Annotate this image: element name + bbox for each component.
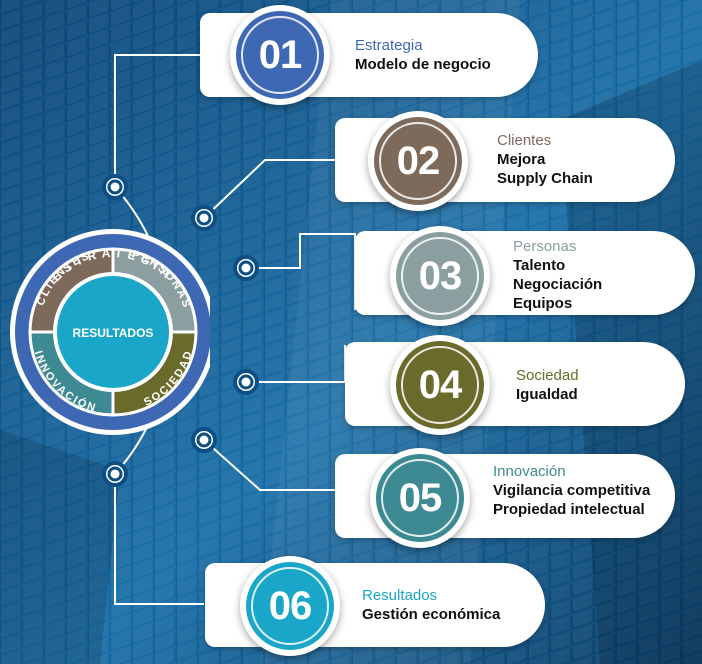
step-title-04: Sociedad [516,367,579,384]
step-title-02: Clientes [497,132,552,149]
step-line-04-1: Igualdad [516,386,578,403]
step-ring-02 [374,117,462,205]
step-number-06: 06 [268,584,313,628]
strategy-wheel: ESTRATEGIA CLIENTES PERSONAS SOCIEDAD IN… [10,229,210,435]
step-title-06: Resultados [362,587,438,604]
step-ring-01 [236,11,324,99]
wheel-center [57,276,169,388]
step-title-05: Innovación [493,463,566,480]
step-line-02-2: Supply Chain [497,170,593,187]
step-text-02: Clientes Mejora Supply Chain [497,131,593,188]
step-number-03: 03 [418,254,463,298]
step-number-04: 04 [418,363,463,407]
wheel-center-label: RESULTADOS [73,326,154,340]
step-line-06-1: Gestión económica [362,606,501,623]
step-text-03: Personas Talento Negociación Equipos [513,237,602,313]
step-number-01: 01 [258,33,303,77]
step-line-03-2: Negociación [513,276,603,293]
step-title-03: Personas [513,238,577,255]
step-number-05: 05 [398,476,443,520]
step-line-01-1: Modelo de negocio [355,56,491,73]
step-badge-02: 02 [368,111,468,211]
step-line-02-1: Mejora [497,151,546,168]
step-text-01: Estrategia Modelo de negocio [355,36,491,74]
step-number-02: 02 [396,139,441,183]
step-line-05-2: Propiedad intelectual [493,501,645,518]
step-text-05: Innovación Vigilancia competitiva Propie… [493,462,650,519]
step-badge-05: 05 [370,448,470,548]
step-badge-03: 03 [390,226,490,326]
step-ring-04 [396,341,484,429]
step-line-05-1: Vigilancia competitiva [493,482,651,499]
step-line-03-1: Talento [513,257,566,274]
step-text-06: Resultados Gestión económica [362,586,500,624]
step-ring-03 [396,232,484,320]
step-line-03-3: Equipos [513,295,573,312]
step-badge-06: 06 [240,556,340,656]
step-title-01: Estrategia [355,37,423,54]
step-badge-04: 04 [390,335,490,435]
step-ring-06 [246,562,334,650]
step-ring-05 [376,454,464,542]
step-badge-01: 01 [230,5,330,105]
step-text-04: Sociedad Igualdad [516,366,579,404]
